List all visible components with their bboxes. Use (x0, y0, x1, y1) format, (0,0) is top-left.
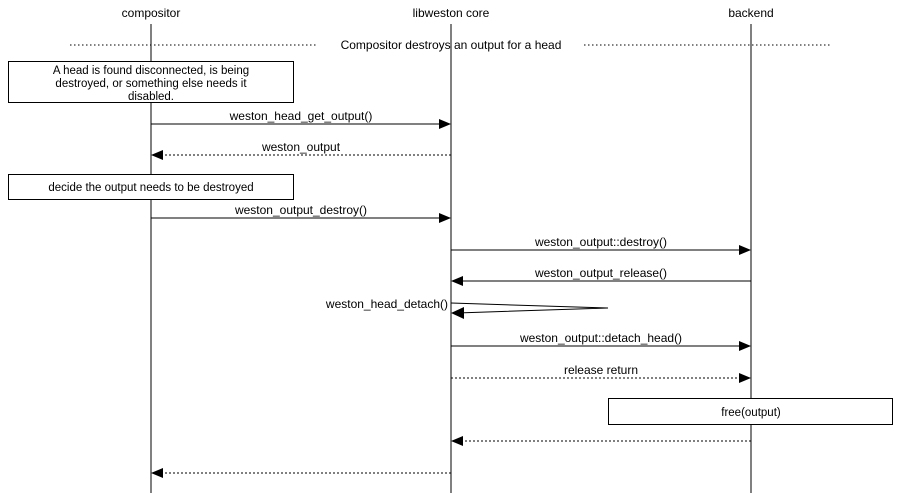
message-label-weston-output-release: weston_output_release() (534, 266, 667, 280)
message-arrowhead-weston-output-destroy (439, 213, 451, 223)
note-head-disconnected-line-1: A head is found disconnected, is being (53, 65, 249, 77)
message-arrowhead-weston-output-detach-head (739, 341, 751, 351)
note-decide-destroy-box (8, 174, 294, 200)
note-head-disconnected-line-2: destroyed, or something else needs it (55, 78, 247, 90)
divider-title: Compositor destroys an output for a head (341, 38, 562, 52)
message-arrowhead-weston-output-return (151, 150, 163, 160)
message-arrowhead-weston-output-colon-destroy (739, 245, 751, 255)
lifeline-label-libweston-core: libweston core (413, 6, 490, 20)
message-arrowhead-weston-head-detach (451, 307, 464, 319)
note-head-disconnected-line-3: disabled. (128, 91, 174, 103)
message-label-weston-output-return: weston_output (261, 140, 341, 154)
note-free-output-line-1: free(output) (721, 407, 781, 419)
message-arrowhead-weston-head-get-output (439, 119, 451, 129)
lifeline-label-compositor: compositor (122, 6, 181, 20)
message-arrowhead-weston-output-release (451, 276, 463, 286)
note-decide-destroy-line-1: decide the output needs to be destroyed (48, 182, 253, 194)
message-label-weston-output-detach-head: weston_output::detach_head() (519, 331, 682, 345)
message-label-weston-output-colon-destroy: weston_output::destroy() (534, 235, 667, 249)
message-arrowhead-backend-return (451, 436, 463, 446)
note-head-disconnected-box (8, 61, 294, 103)
note-free-output-box (608, 398, 893, 425)
message-label-release-return: release return (564, 363, 638, 377)
message-label-weston-output-destroy: weston_output_destroy() (234, 203, 367, 217)
message-arrowhead-release-return (739, 373, 751, 383)
message-label-weston-head-get-output: weston_head_get_output() (229, 109, 373, 123)
message-label-weston-head-detach: weston_head_detach() (325, 297, 448, 311)
message-line-weston-head-detach (450, 302, 609, 314)
message-arrowhead-core-return (151, 468, 163, 478)
lifeline-label-backend: backend (728, 6, 773, 20)
